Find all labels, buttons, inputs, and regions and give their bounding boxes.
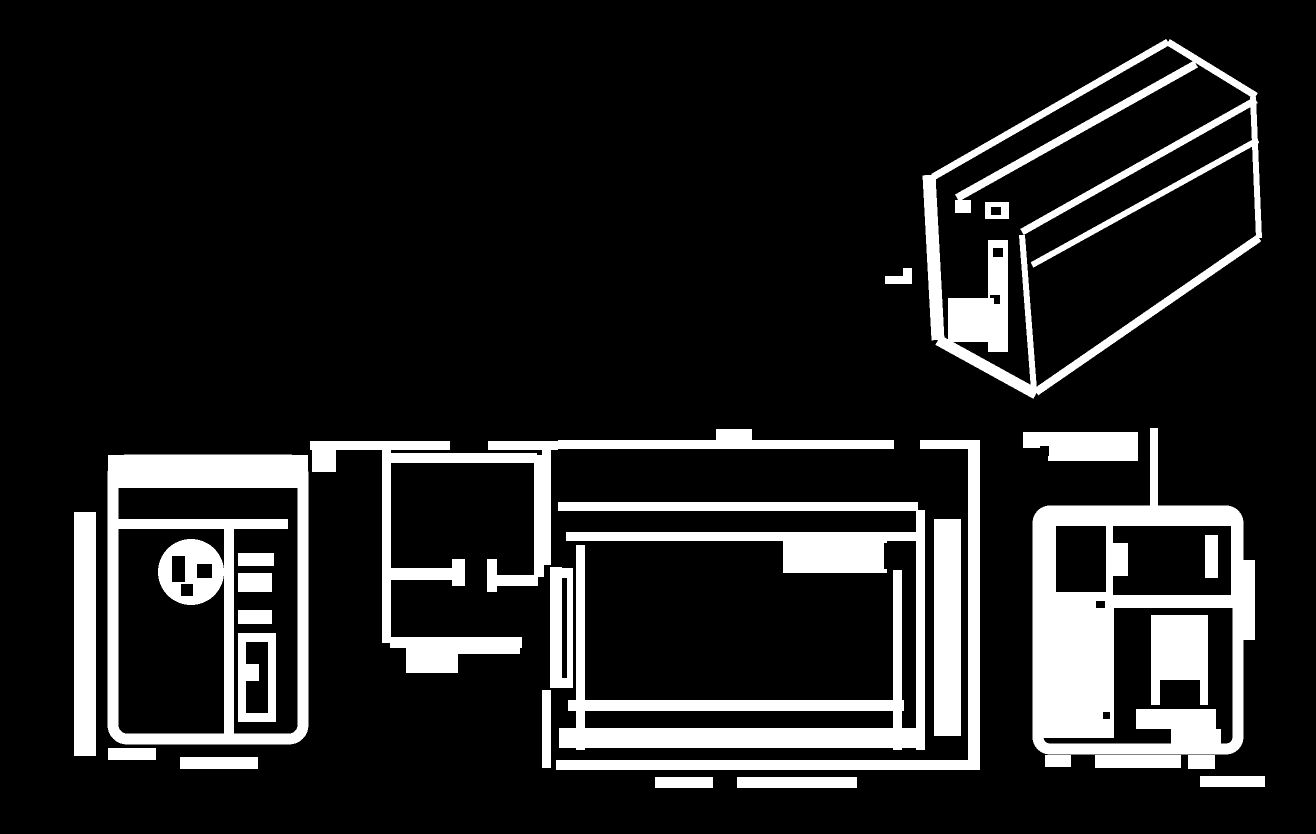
rear-slot-notch bbox=[1160, 680, 1200, 705]
step-bar-lower bbox=[1048, 448, 1138, 461]
panel-foot-left bbox=[108, 748, 156, 760]
box-front-bottom-edge bbox=[1033, 234, 1262, 396]
plug-box-right-edge bbox=[534, 455, 544, 577]
pointer-mark-horizontal bbox=[885, 276, 912, 284]
wall-bar bbox=[74, 512, 96, 756]
rear-left-white-panel bbox=[1038, 608, 1114, 738]
step-bar-upper bbox=[1023, 432, 1138, 448]
switch-block-a bbox=[238, 553, 274, 566]
breaker-toggle bbox=[246, 664, 259, 681]
switch-block-b bbox=[238, 573, 272, 592]
rear-vent-clip-left bbox=[1113, 543, 1128, 576]
box-strip-hole-bottom bbox=[990, 295, 1000, 304]
plug-box-left-edge bbox=[382, 447, 391, 643]
rear-foot-middle bbox=[1095, 755, 1181, 768]
unit-door-right-edge bbox=[893, 570, 902, 750]
box-end-left-edge bbox=[922, 174, 945, 341]
side-socket-top-tick bbox=[561, 568, 569, 578]
side-socket-outer-bar bbox=[550, 567, 562, 685]
plug-cap-left bbox=[452, 559, 465, 586]
box-right-end-edge bbox=[1250, 96, 1262, 239]
unit-top-tab bbox=[716, 429, 752, 441]
box-end-bottom-edge bbox=[935, 335, 1039, 399]
box-strip-hole-top bbox=[993, 248, 1003, 257]
step-bar-notch bbox=[1040, 446, 1049, 456]
outlet-connector bbox=[158, 539, 224, 605]
unit-label-patch bbox=[783, 539, 887, 573]
outlet-slot-ground bbox=[181, 584, 193, 596]
top-line-step-nub bbox=[312, 450, 336, 472]
rear-slot-base bbox=[1136, 709, 1216, 729]
box-front-left-edge bbox=[1019, 234, 1037, 391]
rear-screw-upper bbox=[1096, 601, 1105, 612]
box-front-seam bbox=[1030, 137, 1260, 268]
rear-vent-clip-right bbox=[1205, 535, 1218, 578]
rear-foot-left bbox=[1045, 755, 1071, 767]
unit-foot-right bbox=[737, 777, 857, 788]
plug-box-foot bbox=[406, 647, 458, 673]
side-socket-bottom-tick bbox=[550, 678, 573, 688]
unit-door-bottom-line bbox=[568, 700, 904, 711]
cable-bar-left bbox=[383, 568, 455, 580]
unit-right-edge bbox=[968, 440, 980, 770]
box-end-lower-blob bbox=[948, 298, 994, 342]
panel-top-band bbox=[108, 455, 308, 488]
plug-box-top-edge bbox=[391, 453, 537, 463]
unit-lower-band bbox=[559, 728, 916, 748]
rear-panel-figure bbox=[1023, 428, 1265, 787]
top-line-right-segment bbox=[488, 441, 558, 450]
side-socket-inner-bar bbox=[567, 568, 573, 680]
unit-door-left-edge bbox=[576, 545, 585, 750]
plug-connection-figure bbox=[310, 441, 558, 673]
outlet-slot-left bbox=[172, 556, 185, 582]
unit-bezel-line bbox=[558, 502, 918, 511]
isometric-box-figure bbox=[885, 38, 1262, 399]
outlet-panel-figure bbox=[74, 454, 309, 769]
box-end-detail-a bbox=[955, 200, 971, 213]
main-unit-figure bbox=[542, 429, 980, 788]
unit-top-edge-right bbox=[920, 440, 978, 449]
connector-drop-line bbox=[1150, 428, 1158, 508]
panel-inner-line bbox=[118, 519, 288, 529]
corner-mark bbox=[1200, 776, 1265, 787]
unit-label-patch-notch bbox=[884, 543, 896, 569]
rear-right-edge-thick bbox=[1243, 560, 1255, 640]
rear-vent-left bbox=[1056, 526, 1106, 592]
unit-foot-left bbox=[655, 777, 713, 788]
rear-screw-lower bbox=[1103, 712, 1110, 719]
panel-divider-line bbox=[224, 528, 234, 738]
unit-left-edge-upper bbox=[542, 441, 551, 565]
box-top-left-edge bbox=[931, 38, 1170, 181]
box-top-front-edge bbox=[1020, 96, 1258, 236]
unit-left-edge-lower bbox=[542, 690, 551, 768]
rear-slot-base-lower bbox=[1171, 729, 1221, 744]
unit-bottom-edge bbox=[556, 760, 980, 770]
panel-foot-right bbox=[180, 757, 258, 769]
plug-box-bottom-step bbox=[457, 645, 520, 654]
cable-bar-right bbox=[496, 575, 538, 586]
unit-right-panel-divider bbox=[916, 510, 925, 750]
unit-right-panel-slot bbox=[934, 519, 961, 736]
unit-door-top-line bbox=[566, 532, 918, 541]
top-line-left-segment bbox=[310, 441, 450, 450]
box-back-right-edge bbox=[1166, 39, 1258, 99]
outlet-slot-right bbox=[197, 564, 212, 578]
rear-foot-right bbox=[1188, 755, 1215, 769]
plug-box-bottom-edge bbox=[390, 637, 522, 648]
plug-cap-right bbox=[487, 559, 497, 592]
switch-block-c bbox=[238, 610, 272, 624]
box-end-detail-notch bbox=[991, 207, 1001, 215]
unit-top-edge-left bbox=[558, 440, 894, 449]
box-lid-seam bbox=[955, 60, 1198, 202]
pointer-mark-vertical bbox=[903, 268, 912, 282]
